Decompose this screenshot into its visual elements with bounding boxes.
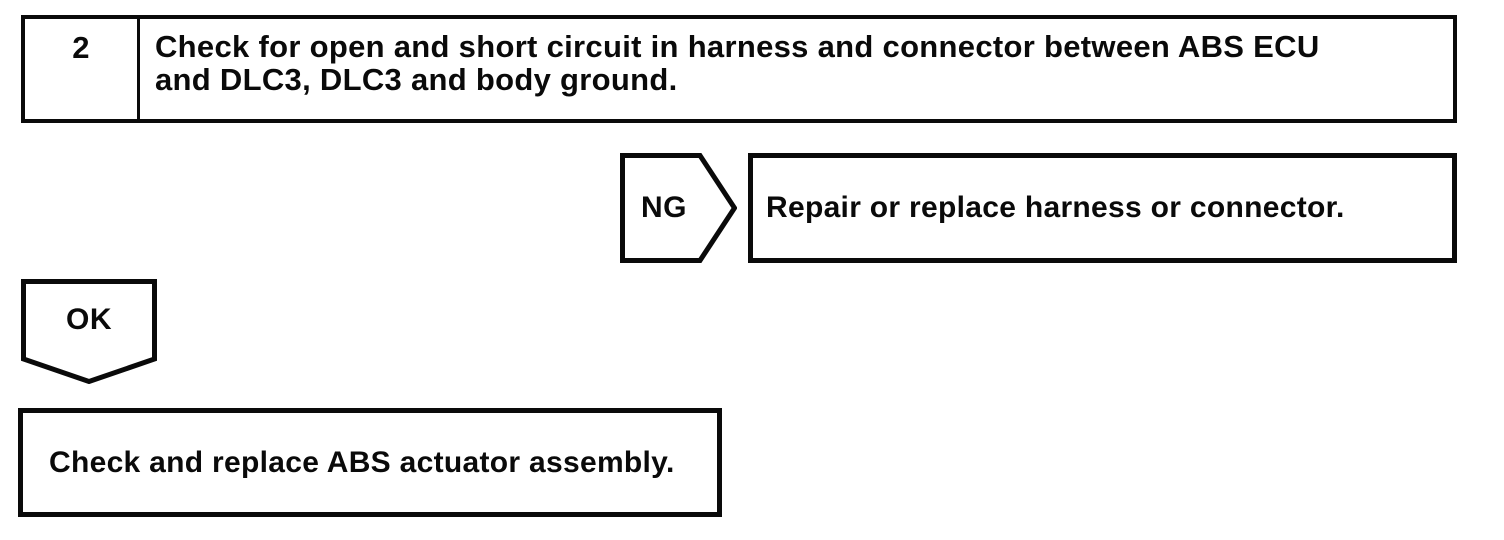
ng-arrow-right-icon [620,153,737,263]
step-instruction: Check for open and short circuit in harn… [155,29,1320,97]
step-instruction-cell: Check for open and short circuit in harn… [140,19,1453,119]
ok-action-text: Check and replace ABS actuator assembly. [49,445,675,479]
ng-action-box: Repair or replace harness or connector. [748,153,1457,263]
ng-action-text: Repair or replace harness or connector. [766,191,1345,224]
ok-label: OK [66,303,112,336]
ng-label: NG [641,191,687,224]
step-number: 2 [25,19,140,119]
ok-action-box: Check and replace ABS actuator assembly. [18,408,722,517]
step-box: 2 Check for open and short circuit in ha… [21,15,1457,123]
ok-arrow-down-icon [21,279,157,384]
